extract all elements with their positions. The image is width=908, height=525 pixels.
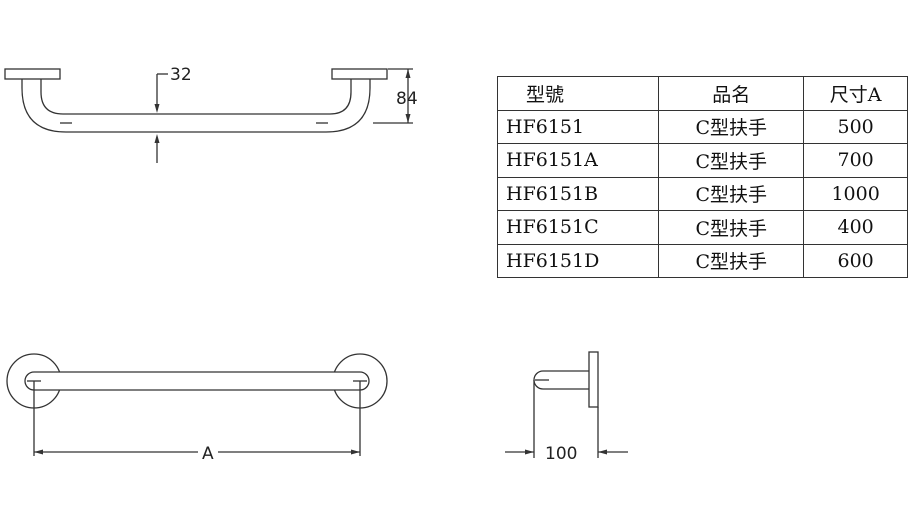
dim-84-label: 84: [396, 89, 418, 109]
table-header-row: 型號 品名 尺寸A: [496, 76, 908, 111]
side-view: [505, 351, 628, 458]
cell-size: 400: [803, 210, 908, 245]
cell-product-name: C型扶手: [658, 210, 805, 245]
table-row: HF6151C C型扶手 400: [496, 210, 908, 245]
bar-inner-edge: [40, 79, 352, 115]
dim-32-arrow-top: [154, 104, 160, 113]
table-row: HF6151 C型扶手 500: [496, 109, 908, 144]
cell-model: HF6151A: [496, 143, 660, 178]
bar-outer-edge: [21, 79, 371, 133]
cell-model: HF6151B: [496, 176, 660, 211]
cell-size: 600: [803, 243, 908, 278]
spec-table: 型號 品名 尺寸A HF6151 C型扶手 500 HF6151A C型扶手 7…: [496, 76, 908, 278]
right-flange: [331, 68, 388, 80]
cell-size: 1000: [803, 176, 908, 211]
dim-a-arrow-right: [351, 449, 360, 455]
cell-product-name: C型扶手: [658, 109, 805, 144]
dim-84-arrow-bottom: [405, 114, 411, 123]
cell-model: HF6151D: [496, 243, 660, 278]
dim-100-arrow-left: [525, 449, 534, 455]
cell-size: 500: [803, 109, 908, 144]
header-product-name: 品名: [658, 76, 805, 111]
cell-product-name: C型扶手: [658, 176, 805, 211]
dim-84-arrow-top: [405, 69, 411, 78]
cell-product-name: C型扶手: [658, 243, 805, 278]
cell-model: HF6151: [496, 109, 660, 144]
dim-a-arrow-left: [34, 449, 43, 455]
left-flange: [4, 68, 61, 80]
header-size: 尺寸A: [803, 76, 908, 111]
table-row: HF6151A C型扶手 700: [496, 143, 908, 178]
dim-32-arrow-bottom: [154, 134, 160, 143]
front-view: [4, 68, 413, 163]
dim-32-label: 32: [170, 65, 192, 85]
bar-outline: [24, 371, 370, 391]
header-model: 型號: [496, 76, 660, 111]
dim-100-label: 100: [545, 444, 577, 464]
side-flange: [588, 351, 599, 408]
cell-product-name: C型扶手: [658, 143, 805, 178]
table-row: HF6151D C型扶手 600: [496, 243, 908, 278]
cell-size: 700: [803, 143, 908, 178]
table-row: HF6151B C型扶手 1000: [496, 176, 908, 211]
cell-model: HF6151C: [496, 210, 660, 245]
top-view: [6, 353, 388, 456]
dim-100-arrow-right: [598, 449, 607, 455]
dim-a-label: A: [202, 444, 214, 464]
